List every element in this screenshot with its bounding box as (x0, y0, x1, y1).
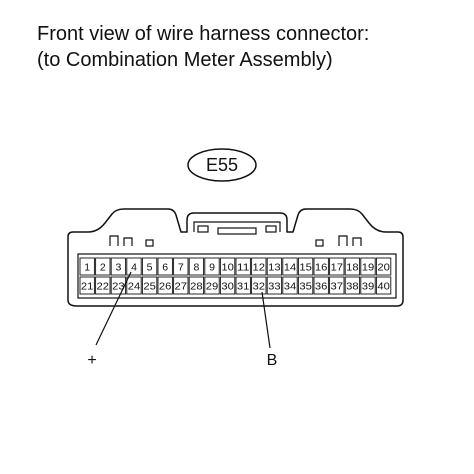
pin-cell (110, 257, 127, 276)
pin-label: 21 (81, 281, 94, 293)
pin-cell (251, 276, 267, 295)
pin-cell (173, 276, 189, 295)
pin-cell (141, 276, 158, 295)
pin-cell (126, 257, 142, 276)
pin-label: 29 (206, 281, 219, 293)
pin-cell (313, 276, 329, 295)
pin-label: 26 (159, 281, 172, 293)
pin-cell (360, 276, 376, 295)
latch-detail (193, 221, 281, 235)
pin-label: 14 (284, 262, 297, 274)
pin-label: 17 (331, 262, 344, 274)
pin-label: 5 (147, 262, 153, 274)
pin-label: 34 (284, 281, 297, 293)
pin-label: 10 (221, 262, 234, 274)
connector-id-ellipse (187, 148, 257, 182)
pin-cell (79, 276, 95, 295)
pin-cell (266, 257, 283, 276)
pin-cell (219, 276, 236, 295)
pin-cell (329, 257, 345, 276)
pin-label: 33 (268, 281, 281, 293)
pin-cell (297, 257, 314, 276)
side-keys (109, 235, 362, 247)
pin-cell (188, 257, 205, 276)
pin-cell (251, 257, 267, 276)
pin-label: 38 (346, 281, 359, 293)
pin-label: 18 (346, 262, 359, 274)
pin-cell (95, 257, 111, 276)
caption-line-2: (to Combination Meter Assembly) (37, 49, 333, 71)
pin-cell (360, 257, 376, 276)
pin-cell (282, 257, 298, 276)
pin-label: 23 (112, 281, 125, 293)
pin-label: 32 (253, 281, 266, 293)
pin-label: 40 (377, 281, 390, 293)
pin-label: 4 (131, 262, 137, 274)
pin-cell (157, 276, 173, 295)
pin-cell (375, 257, 392, 276)
caption-line-1: Front view of wire harness connector: (37, 23, 370, 45)
pin-label: 36 (315, 281, 328, 293)
pin-cell (344, 276, 361, 295)
callout-leaders (95, 271, 271, 349)
pin-cell (141, 257, 158, 276)
connector-id-label: E55 (206, 155, 238, 175)
pin-cell (188, 276, 205, 295)
pin-label: 39 (362, 281, 375, 293)
pin-cell (110, 276, 127, 295)
pin-label: 20 (377, 262, 390, 274)
pin-label: 3 (115, 262, 121, 274)
pin-cell (219, 257, 236, 276)
pin-label: 24 (128, 281, 141, 293)
pin-cell (329, 276, 345, 295)
pin-cell (313, 257, 329, 276)
pin-cell (235, 257, 251, 276)
pin-label: 37 (331, 281, 344, 293)
pin-cell (297, 276, 314, 295)
pin-label: 6 (162, 262, 168, 274)
pin-cell (79, 257, 95, 276)
pin-label: 11 (237, 262, 250, 274)
pin-label: 9 (209, 262, 215, 274)
pin-cell (157, 257, 173, 276)
pin-label: 35 (299, 281, 312, 293)
pin-cell (173, 257, 189, 276)
pin-label: 1 (84, 262, 90, 274)
pin-label: 13 (268, 262, 281, 274)
pin-label: 27 (175, 281, 188, 293)
pin-label: 7 (178, 262, 184, 274)
pin-label: 15 (299, 262, 312, 274)
pin-label: 30 (221, 281, 234, 293)
pin-label: 22 (97, 281, 110, 293)
connector-housing (67, 208, 404, 307)
pin-label: 8 (193, 262, 199, 274)
pin-cell (204, 276, 220, 295)
callout-b-label: B (267, 352, 278, 369)
pin-field-frame (77, 253, 397, 299)
pin-label: 2 (100, 262, 106, 274)
pin-label: 12 (253, 262, 266, 274)
pin-cell (375, 276, 392, 295)
pin-label: 28 (190, 281, 203, 293)
pin-cell (204, 257, 220, 276)
pin-label: 31 (237, 281, 250, 293)
callout-plus-label: + (87, 352, 96, 369)
pin-cell (344, 257, 361, 276)
pin-cell (126, 276, 142, 295)
pin-label: 25 (143, 281, 156, 293)
pin-cell (282, 276, 298, 295)
pin-label: 19 (362, 262, 375, 274)
pin-cell (95, 276, 111, 295)
pin-cell (266, 276, 283, 295)
pin-label: 16 (315, 262, 328, 274)
pin-cell (235, 276, 251, 295)
